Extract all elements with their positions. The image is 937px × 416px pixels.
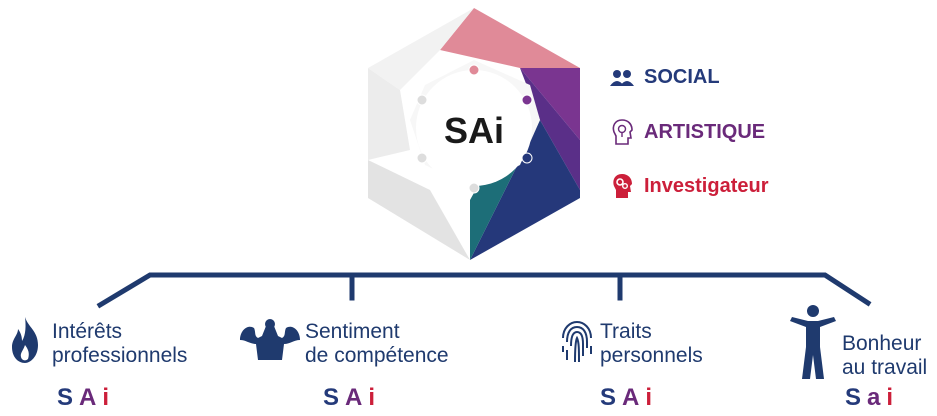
legend-item-investigateur: Investigateur [610,172,768,200]
code-letter-a: a [867,384,887,411]
code-letter-i: i [102,384,116,411]
marker-dot [521,94,533,106]
column-code: SAi [57,384,115,412]
hex-segment-left-lower [368,160,470,260]
hex-center [416,70,532,186]
code-letter-s: S [600,384,623,411]
marker-dot [521,152,533,164]
legend-item-social: SOCIAL [610,66,720,89]
code-letter-i: i [886,384,900,411]
column-label-line2: professionnels [52,344,188,367]
code-letter-i: i [368,384,382,411]
code-letter-a: A [79,384,103,411]
hex-segment-top [440,8,580,68]
happy-person-icon [790,305,836,379]
hex-segment-top-left [368,8,474,90]
code-letter-a: A [622,384,646,411]
marker-dot [416,152,428,164]
hex-segment-left [368,68,410,160]
column-label-line2: de compétence [305,344,449,367]
hex-segment-right-lower [470,120,580,260]
legend-label-artistique: ARTISTIQUE [644,120,766,143]
marker-dot [416,94,428,106]
column-label-line1: Intérêts [52,320,123,343]
code-letter-i: i [645,384,659,411]
gears-head-icon [613,174,632,198]
marker-dot [468,64,480,76]
riasec-hexagon [368,8,580,260]
code-letter-s: S [845,384,868,411]
column-code: SAi [323,384,381,412]
legend-label-investigateur: Investigateur [644,174,769,197]
legend-label-social: SOCIAL [644,66,720,88]
marker-dot [468,182,480,194]
flame-icon [12,317,38,363]
column-label-line1: Traits [600,320,652,343]
connector-lines [96,272,872,309]
center-code: SAi [443,110,504,151]
column-label-line2: au travail [842,356,928,379]
column-code: Sai [845,384,899,412]
muscle-torso-icon [240,319,300,360]
code-letter-a: A [345,384,369,411]
code-letter-s: S [57,384,80,411]
connector-trunk [96,272,872,309]
fingerprint-icon [562,320,592,363]
legend-item-artistique: ARTISTIQUE [610,118,765,146]
column-label-line1: Sentiment [305,320,400,343]
code-letter-s: S [323,384,346,411]
column-label-line1: Bonheur [842,332,922,355]
column-label-line2: personnels [600,344,703,367]
column-code: SAi [600,384,658,412]
people-icon [610,69,634,86]
lightbulb-head-icon [612,119,633,145]
hex-segment-right [520,68,580,190]
